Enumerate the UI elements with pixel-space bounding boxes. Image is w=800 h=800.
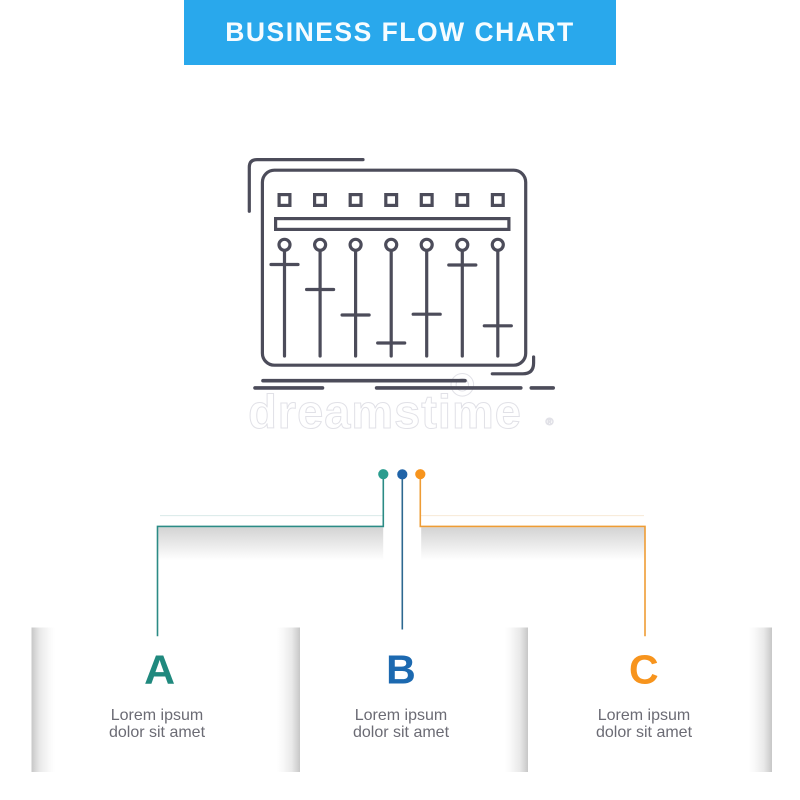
svg-text:C: C [629, 647, 659, 693]
svg-text:B: B [386, 647, 416, 693]
svg-text:dreamstime: dreamstime [248, 385, 522, 438]
svg-text:Lorem ipsum: Lorem ipsum [355, 707, 447, 724]
svg-text:dolor sit amet: dolor sit amet [596, 724, 693, 741]
svg-text:dolor sit amet: dolor sit amet [353, 724, 450, 741]
svg-text:Lorem ipsum: Lorem ipsum [598, 707, 690, 724]
svg-text:®: ® [546, 416, 554, 428]
svg-text:dolor sit amet: dolor sit amet [109, 724, 206, 741]
svg-text:Lorem ipsum: Lorem ipsum [111, 707, 203, 724]
svg-text:A: A [144, 647, 175, 693]
